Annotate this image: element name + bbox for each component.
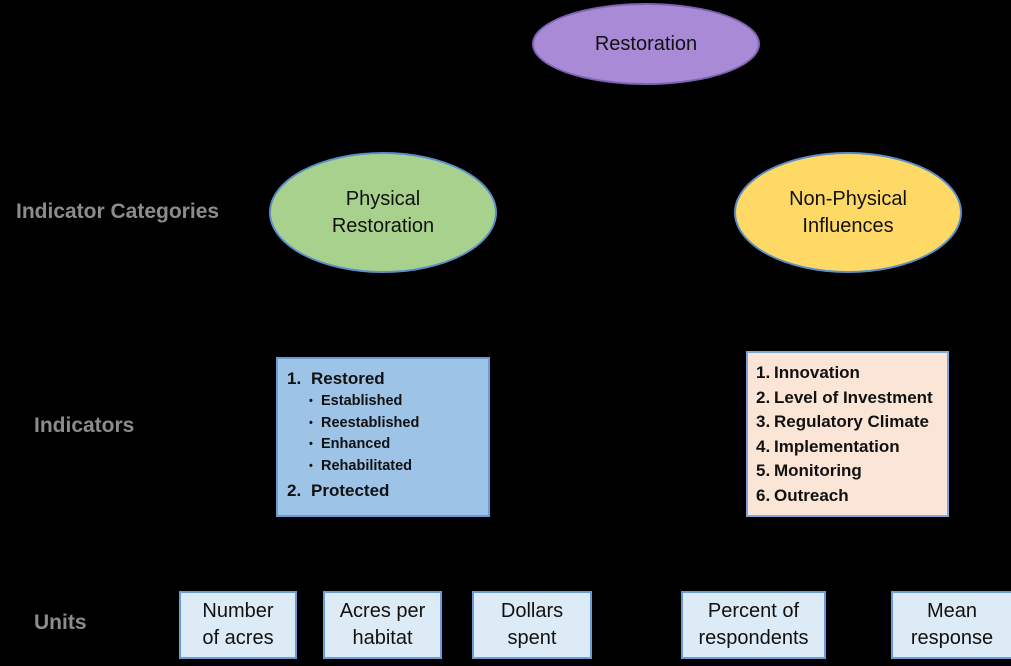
indicator-item: 1. Innovation <box>756 361 947 386</box>
bullet-icon: • <box>309 459 313 472</box>
sub-indicator-label: Established <box>321 393 403 409</box>
restoration-node-label: Restoration <box>594 32 698 55</box>
sub-indicator-label: Enhanced <box>321 436 391 453</box>
indicator-item: 2. Level of Investment <box>756 386 947 411</box>
unit-box-acres-per-habitat: Acres per habitat <box>323 591 442 659</box>
indicator-label: Restored <box>311 369 385 388</box>
indicator-item: 3. Regulatory Climate <box>756 410 947 435</box>
restoration-node: Restoration <box>532 3 760 85</box>
indicator-item: 4. Implementation <box>756 435 947 460</box>
bullet-icon: • <box>309 438 313 451</box>
indicator-number: 2. <box>756 387 771 407</box>
category-node-label: Non-Physical Influences <box>789 187 907 237</box>
sub-indicator-label: Reestablished <box>321 414 420 431</box>
non-physical-indicators-box: 1. Innovation 2. Level of Investment 3. … <box>746 351 949 517</box>
indicator-number: 6. <box>756 485 771 505</box>
indicator-item: 1. Restored <box>287 367 488 390</box>
physical-indicators-box: 1. Restored • Established • Reestablishe… <box>276 357 490 517</box>
indicator-label: Innovation <box>774 363 860 382</box>
indicator-label: Implementation <box>774 436 900 456</box>
indicator-item: 6. Outreach <box>756 484 947 509</box>
indicator-label: Protected <box>311 481 390 501</box>
indicator-label: Regulatory Climate <box>774 412 929 431</box>
sub-indicator-item: • Rehabilitated <box>309 456 488 478</box>
category-node-label: Physical Restoration <box>331 187 435 237</box>
indicator-label: Monitoring <box>774 461 862 480</box>
row-label-indicator-categories: Indicator Categories <box>16 200 220 223</box>
sub-indicator-item: • Reestablished <box>309 413 488 435</box>
bullet-icon: • <box>309 416 313 429</box>
sub-indicator-item: • Enhanced <box>309 434 488 456</box>
sub-indicator-label: Rehabilitated <box>321 457 413 474</box>
restored-sub-list: • Established • Reestablished • Enhanced… <box>309 391 488 477</box>
category-node-physical-restoration: Physical Restoration <box>269 152 497 273</box>
indicator-number: 4. <box>756 436 771 456</box>
indicator-number: 1. <box>287 369 302 388</box>
unit-box-dollars-spent: Dollars spent <box>472 591 592 659</box>
indicator-number: 3. <box>756 412 771 431</box>
row-label-units: Units <box>34 611 87 634</box>
indicator-label: Outreach <box>774 485 849 505</box>
category-node-non-physical-influences: Non-Physical Influences <box>734 152 962 273</box>
unit-box-number-of-acres: Number of acres <box>179 591 297 659</box>
indicator-item: 2. Protected <box>287 479 488 502</box>
unit-box-percent-of-respondents: Percent of respondents <box>681 591 826 659</box>
unit-box-mean-response: Mean response <box>891 591 1011 659</box>
bullet-icon: • <box>309 395 313 407</box>
indicator-item: 5. Monitoring <box>756 459 947 484</box>
indicator-number: 2. <box>287 481 302 501</box>
indicator-number: 1. <box>756 363 771 382</box>
indicator-label: Level of Investment <box>774 387 933 407</box>
row-label-indicators: Indicators <box>34 414 135 437</box>
indicator-number: 5. <box>756 461 771 480</box>
sub-indicator-item: • Established <box>309 391 488 413</box>
